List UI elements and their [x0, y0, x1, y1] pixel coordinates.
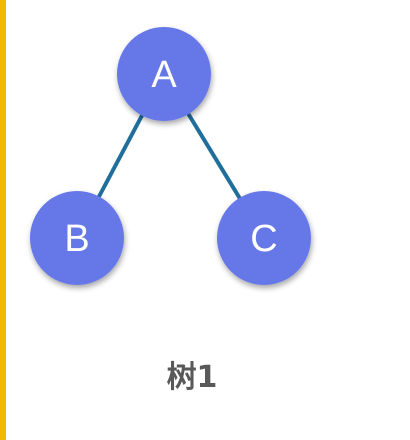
node-circle-b	[30, 191, 124, 285]
accent-bar	[0, 0, 6, 440]
node-circle-a	[117, 27, 211, 121]
node-circle-c	[217, 191, 311, 285]
tree-caption: 树1	[166, 360, 218, 395]
node-label-a: A	[151, 54, 177, 96]
tree-node-b: B	[30, 191, 124, 285]
node-label-b: B	[64, 218, 89, 260]
node-label-c: C	[250, 218, 277, 260]
tree-node-a: A	[117, 27, 211, 121]
tree-node-c: C	[217, 191, 311, 285]
